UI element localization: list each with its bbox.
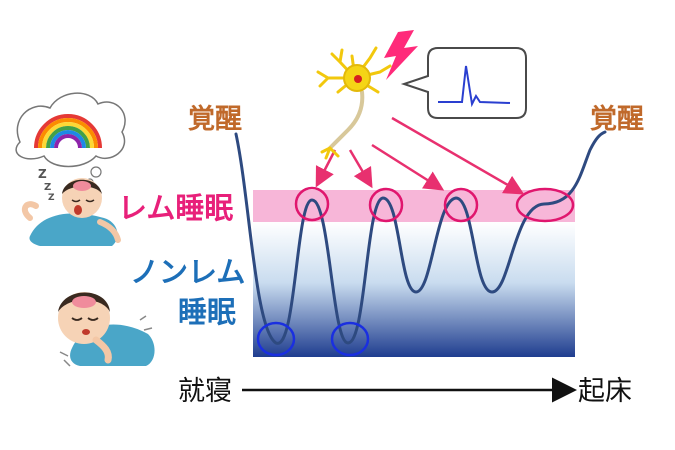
label-nonrem-2: 睡眠	[178, 295, 236, 329]
sleep-stage-curve	[234, 130, 607, 345]
label-rem: レム睡眠	[118, 191, 233, 225]
rem-circle-4	[515, 187, 575, 223]
arrow-to-rem-3	[371, 143, 445, 191]
rem-circle-2	[368, 187, 404, 223]
label-wake-right: 覚醒	[590, 104, 644, 135]
nonrem-band	[253, 222, 575, 357]
neuron-icon	[316, 46, 392, 160]
label-wake-left: 覚醒	[188, 104, 242, 135]
rem-circles	[294, 186, 575, 223]
sleeping-child-icon	[58, 292, 155, 367]
deep-circle-1	[256, 321, 296, 357]
svg-text:Z: Z	[38, 167, 47, 181]
sleeping-child-dreaming-icon: Z Z Z	[15, 92, 126, 246]
rem-circle-1	[294, 186, 330, 222]
arrow-to-rem-4	[391, 116, 525, 195]
label-nonrem-1: ノンレム	[130, 255, 245, 289]
rem-circle-3	[443, 187, 479, 223]
neuron-arrows	[315, 116, 525, 195]
svg-text:Z: Z	[44, 182, 51, 193]
deep-circle-2	[330, 321, 370, 357]
deep-circles	[256, 321, 370, 357]
svg-text:Z: Z	[48, 193, 55, 203]
label-wakeup: 起床	[578, 376, 632, 407]
label-bedtime: 就寝	[178, 376, 232, 407]
lightning-icon	[384, 30, 418, 80]
spike-waveform-icon	[400, 47, 527, 119]
arrow-to-rem-2	[348, 149, 373, 189]
arrow-to-rem-1	[315, 149, 337, 188]
